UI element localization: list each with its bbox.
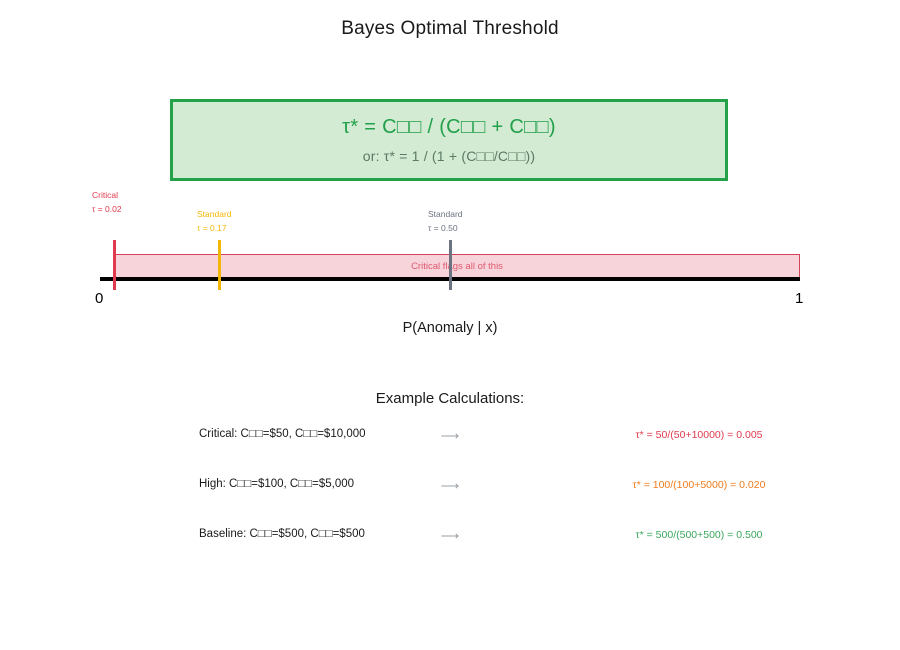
threshold-marker-label-0: Critical τ = 0.02: [92, 188, 122, 216]
formula-box: τ* = C□□ / (C□□ + C□□) or: τ* = 1 / (1 +…: [170, 99, 728, 181]
threshold-marker-2: [448, 240, 452, 290]
threshold-marker-label-2: Standard τ = 0.50: [428, 207, 463, 235]
example-row: Baseline: C□□=$500, C□□=$500 ⟶ τ* = 500/(5…: [0, 528, 900, 548]
axis-tick-max: 1: [795, 290, 804, 307]
example-result-2: τ* = 500/(500+500) = 0.500: [635, 529, 763, 541]
example-row: Critical: C□□=$50, C□□=$10,000 ⟶ τ* = 50/(…: [0, 428, 900, 448]
arrow-right-icon: ⟶: [440, 428, 460, 443]
threshold-marker-1: [217, 240, 221, 290]
axis-label: P(Anomaly | x): [402, 320, 498, 336]
formula-alternate-expression: or: τ* = 1 / (1 + (C□□/C□□)): [362, 148, 536, 164]
arrow-right-icon: ⟶: [440, 478, 460, 493]
example-cost-inputs-2: Baseline: C□□=$500, C□□=$500: [199, 528, 365, 540]
example-row: High: C□□=$100, C□□=$5,000 ⟶ τ* = 100/(100…: [0, 478, 900, 498]
formula-main-expression: τ* = C□□ / (C□□ + C□□): [342, 116, 556, 138]
example-cost-inputs-0: Critical: C□□=$50, C□□=$10,000: [199, 428, 366, 440]
critical-flag-band-label: Critical flags all of this: [411, 260, 503, 272]
critical-flag-band: Critical flags all of this: [114, 254, 800, 278]
threshold-marker-0: [112, 240, 116, 290]
threshold-marker-label-1: Standard τ = 0.17: [197, 207, 232, 235]
threshold-marker-tau-0: τ = 0.02: [92, 204, 122, 214]
page-title: Bayes Optimal Threshold: [341, 18, 559, 39]
arrow-right-icon: ⟶: [440, 528, 460, 543]
example-result-0: τ* = 50/(50+10000) = 0.005: [635, 429, 763, 441]
threshold-marker-name-2: Standard: [428, 209, 463, 219]
threshold-marker-tau-1: τ = 0.17: [197, 223, 227, 233]
axis-tick-min: 0: [95, 290, 104, 307]
example-cost-inputs-1: High: C□□=$100, C□□=$5,000: [199, 478, 355, 490]
examples-heading: Example Calculations:: [375, 390, 525, 407]
example-result-1: τ* = 100/(100+5000) = 0.020: [632, 479, 766, 491]
threshold-marker-name-0: Critical: [92, 190, 118, 200]
threshold-marker-tau-2: τ = 0.50: [428, 223, 458, 233]
threshold-marker-name-1: Standard: [197, 209, 232, 219]
